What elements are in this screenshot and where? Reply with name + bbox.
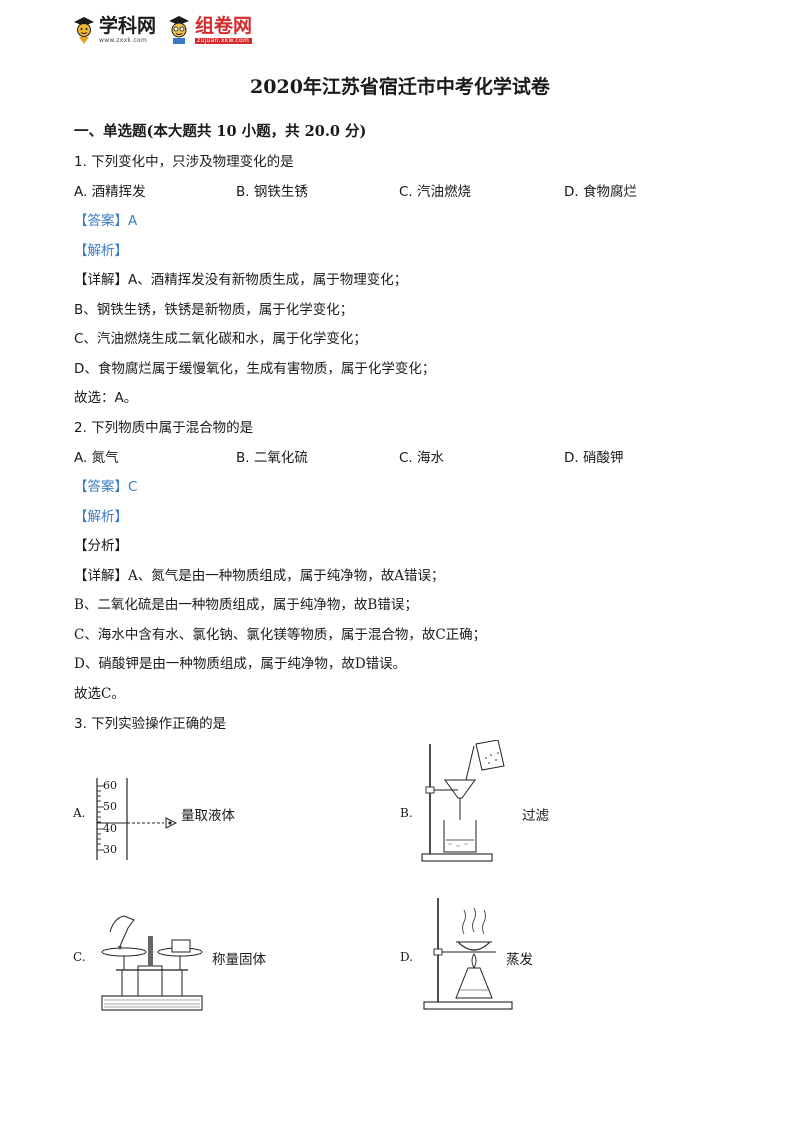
balance-figure (101, 915, 203, 1011)
q1-detail-line: D、食物腐烂属于缓慢氧化，生成有害物质，属于化学变化； (74, 361, 436, 377)
q2-option-c: C. 海水 (399, 450, 445, 466)
zxxk-logo-url: www.zxxk.com (99, 36, 148, 44)
header-logos: 学科网 www.zxxk.com 组卷网 zujuan.xkw.com (72, 10, 253, 50)
q1-answer: 【答案】A (74, 213, 138, 229)
q1-stem: 1. 下列变化中，只涉及物理变化的是 (74, 154, 294, 170)
q1-conclusion: 故选：A。 (74, 390, 138, 406)
cylinder-tick-label: 30 (103, 843, 117, 856)
q3-figure-d-letter: D. (400, 950, 414, 964)
q2-conclusion: 故选C。 (74, 686, 125, 702)
q1-analysis-label: 【解析】 (74, 243, 128, 259)
cylinder-tick-label: 60 (103, 779, 117, 792)
cylinder-tick-label: 40 (103, 822, 117, 835)
q2-answer: 【答案】C (74, 479, 138, 495)
graduated-cylinder-figure (96, 778, 178, 860)
q2-stem: 2. 下列物质中属于混合物的是 (74, 420, 254, 436)
zujuan-logo-url: zujuan.xkw.com (195, 37, 253, 44)
student-mascot-icon (169, 16, 190, 44)
q1-option-d: D. 食物腐烂 (564, 184, 637, 200)
q3-figure-c-caption: 称量固体 (212, 952, 266, 968)
q1-detail-line: C、汽油燃烧生成二氧化碳和水，属于化学变化； (74, 331, 367, 347)
page-title: 2020年江苏省宿迁市中考化学试卷 (250, 76, 550, 98)
zujuan-logo[interactable]: 组卷网 zujuan.xkw.com (166, 14, 253, 45)
cylinder-tick-label: 50 (103, 800, 117, 813)
filtration-figure (421, 740, 505, 862)
q2-option-a: A. 氮气 (74, 450, 119, 466)
q1-option-a: A. 酒精挥发 (74, 184, 146, 200)
q3-figure-b-letter: B. (400, 806, 413, 820)
q1-option-c: C. 汽油燃烧 (399, 184, 472, 200)
q1-detail-line: B、钢铁生锈，铁锈是新物质，属于化学变化； (74, 302, 354, 318)
q3-figure-c-letter: C. (73, 950, 86, 964)
q2-option-d: D. 硝酸钾 (564, 450, 624, 466)
q3-figure-a-caption: 量取液体 (181, 808, 235, 824)
zujuan-logo-name: 组卷网 (195, 14, 253, 37)
evaporation-figure (423, 898, 513, 1010)
q2-detail-line: D、硝酸钾是由一种物质组成，属于纯净物，故D错误。 (74, 656, 407, 672)
q3-stem: 3. 下列实验操作正确的是 (74, 716, 227, 732)
q1-option-b: B. 钢铁生锈 (236, 184, 308, 200)
q3-figure-d-caption: 蒸发 (506, 952, 533, 968)
q3-figure-b-caption: 过滤 (522, 808, 549, 824)
q2-fenxi-label: 【分析】 (74, 538, 128, 554)
section-heading: 一、单选题(本大题共 10 小题，共 20.0 分) (74, 123, 367, 140)
q2-option-b: B. 二氧化硫 (236, 450, 308, 466)
q3-figure-a-letter: A. (73, 806, 86, 820)
q2-detail-line: C、海水中含有水、氯化钠、氯化镁等物质，属于混合物，故C正确； (74, 627, 487, 643)
zxxk-logo[interactable]: 学科网 www.zxxk.com (72, 15, 156, 45)
q2-detail-line: B、二氧化硫是由一种物质组成，属于纯净物，故B错误； (74, 597, 418, 613)
q2-detail-line: 【详解】A、氮气是由一种物质组成，属于纯净物，故A错误； (74, 568, 445, 584)
q1-detail-line: 【详解】A、酒精挥发没有新物质生成，属于物理变化； (74, 272, 408, 288)
graduate-mascot-icon (74, 17, 94, 44)
q2-analysis-label: 【解析】 (74, 509, 128, 525)
zxxk-logo-name: 学科网 (99, 14, 157, 37)
